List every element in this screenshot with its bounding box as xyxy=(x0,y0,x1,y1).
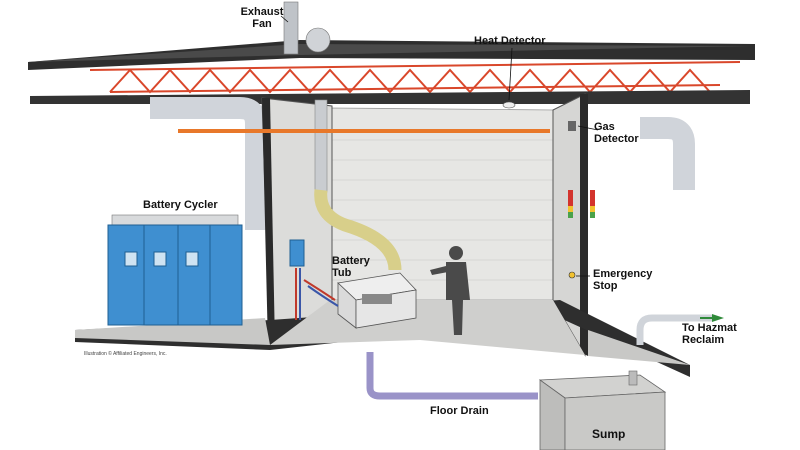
label-sump-text: Sump xyxy=(592,427,626,441)
hazmat-arrow xyxy=(712,314,724,322)
roof-top-surface xyxy=(28,44,750,62)
label-gas-detector-line2: Detector xyxy=(594,133,639,145)
outer-floor-right xyxy=(588,330,690,365)
battery-cycler xyxy=(107,214,243,326)
left-wall-edge xyxy=(262,98,275,347)
panel-piping xyxy=(295,268,336,320)
illustration-credit: Illustration © Affiliated Engineers, Inc… xyxy=(84,351,167,357)
label-sump: Sump xyxy=(592,428,625,440)
person-silhouette xyxy=(430,246,470,335)
label-floor-drain-text: Floor Drain xyxy=(430,405,489,417)
exhaust-stack xyxy=(283,1,299,55)
exhaust-duct-vertical xyxy=(314,99,328,193)
rear-duct xyxy=(150,97,267,230)
floor-drain-pipe xyxy=(366,352,538,400)
label-hazmat-reclaim: To Hazmat Reclaim xyxy=(682,322,742,346)
label-emergency-stop-line2: Stop xyxy=(593,280,618,292)
emergency-stop-button xyxy=(568,271,576,279)
right-wall-edge xyxy=(580,94,588,356)
label-emergency-stop-line1: Emergency xyxy=(593,268,653,280)
label-battery-tub-line1: Battery xyxy=(332,255,370,267)
heat-detector-leader xyxy=(508,47,513,101)
gas-detector xyxy=(568,121,576,131)
label-hazmat-line2: Reclaim xyxy=(682,334,725,346)
label-battery-tub: Battery Tub xyxy=(332,255,372,279)
label-gas-detector: Gas Detector xyxy=(594,121,640,145)
label-battery-tub-line2: Tub xyxy=(332,267,352,279)
label-heat-detector-text: Heat Detector xyxy=(474,35,546,47)
hazmat-pipe xyxy=(636,314,712,345)
right-duct xyxy=(640,117,695,190)
stack-lights xyxy=(568,190,595,218)
exhaust-fan-leader xyxy=(280,15,289,23)
label-exhaust-fan-line2: Fan xyxy=(252,18,272,30)
roof-truss xyxy=(89,61,741,94)
label-hazmat-line1: To Hazmat xyxy=(682,322,737,334)
label-battery-cycler: Battery Cycler xyxy=(143,199,218,211)
heat-detector xyxy=(502,101,516,109)
panel-piping-blue xyxy=(299,268,339,320)
sump-vent-pipe xyxy=(628,370,638,386)
label-exhaust-fan: Exhaust Fan xyxy=(240,6,284,30)
flex-duct xyxy=(314,189,402,271)
battery-tub xyxy=(337,272,417,329)
label-heat-detector: Heat Detector xyxy=(474,35,546,47)
label-emergency-stop: Emergency Stop xyxy=(593,268,653,292)
gas-detector-leader xyxy=(577,125,599,131)
sump xyxy=(538,374,667,450)
label-gas-detector-line1: Gas xyxy=(594,121,615,133)
exhaust-fan-housing xyxy=(305,27,331,53)
label-floor-drain: Floor Drain xyxy=(430,405,489,417)
wall-control-panel xyxy=(289,239,305,267)
label-battery-cycler-text: Battery Cycler xyxy=(143,199,218,211)
label-exhaust-fan-line1: Exhaust xyxy=(240,6,284,18)
